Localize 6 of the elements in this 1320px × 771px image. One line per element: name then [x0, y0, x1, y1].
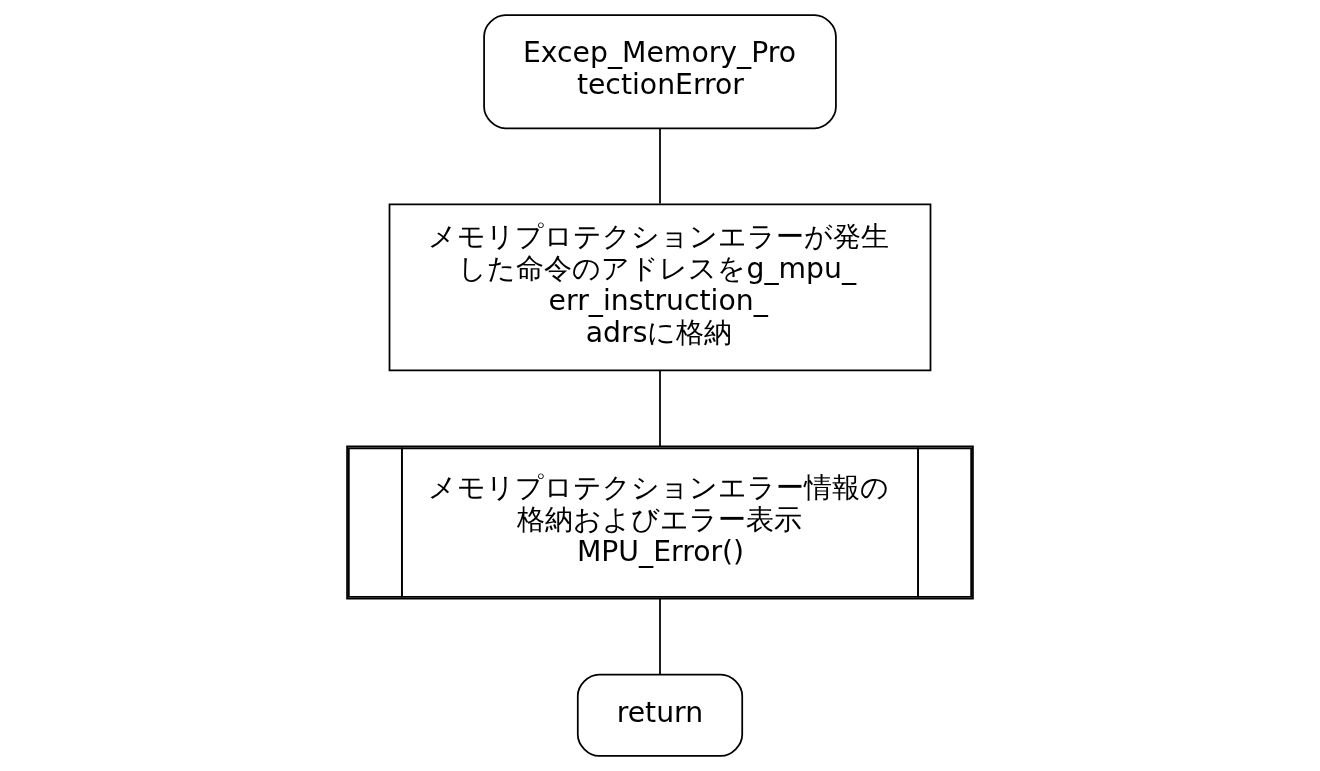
- node-box: Excep_Memory_ProtectionError: [483, 14, 837, 130]
- connector: [659, 598, 661, 676]
- node-box: メモリプロテクションエラーが発生した命令のアドレスをg_mpu_err_instruction_adrsに格納: [388, 203, 932, 372]
- connector: [659, 369, 661, 447]
- connector: [659, 127, 661, 205]
- node-box: return: [576, 673, 744, 757]
